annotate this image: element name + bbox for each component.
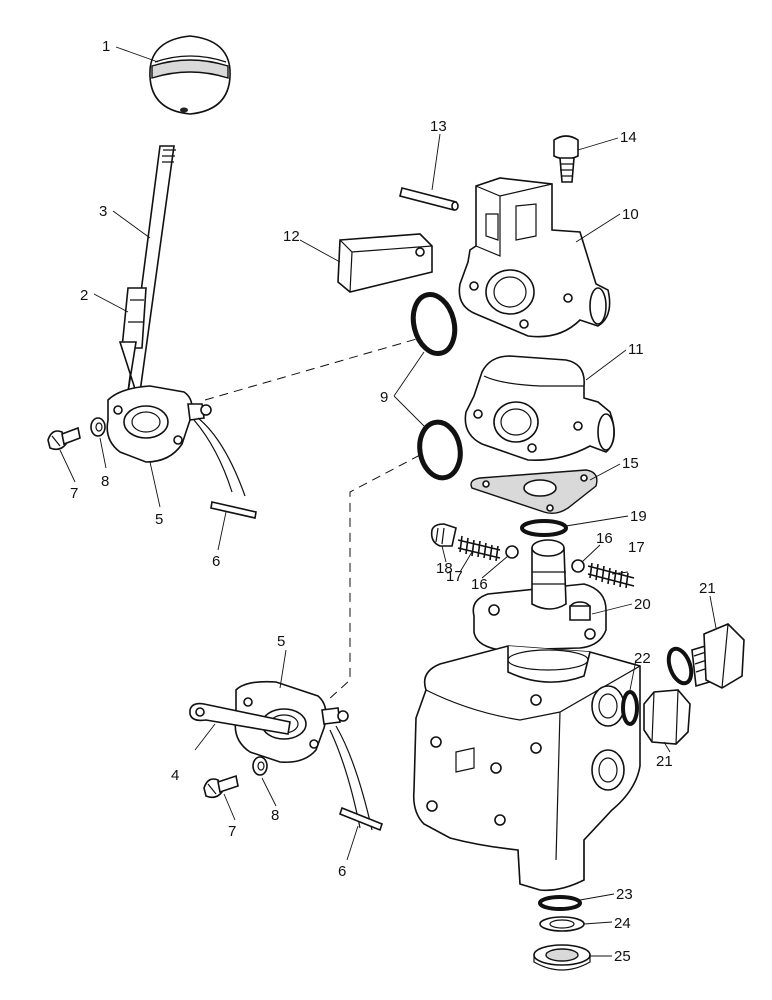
callout-9: 9 [380,389,388,406]
callout-2: 2 [80,287,88,304]
callout-19: 19 [630,508,647,525]
callout-12: 12 [283,228,300,245]
callout-25: 25 [614,948,631,965]
knob-part-1 [149,35,231,115]
bolt-part-14 [553,135,579,183]
spring-part-17-left [457,535,501,562]
spring-part-17-right [587,562,635,589]
lever-part-4-and-plate-part-5 [189,680,373,831]
washer-part-8-upper [90,417,106,437]
callout-15: 15 [622,455,639,472]
callout-labels: 1 2 3 4 5 5 6 6 7 7 8 8 9 10 11 12 13 14… [70,38,716,965]
filter-part-25 [533,944,591,971]
valve-body [412,645,641,892]
callout-17-left: 17 [446,568,463,585]
o-ring-part-23 [538,895,582,911]
o-ring-part-22 [621,690,639,726]
callout-7-upper: 7 [70,485,78,502]
callout-17-right: 17 [628,539,645,556]
callout-7-lower: 7 [228,823,236,840]
callout-8-lower: 8 [271,807,279,824]
o-ring-part-9-upper [410,291,458,357]
spool-and-plate-part-20 [472,539,607,651]
lever-rod-part-3 [127,145,176,393]
washer-part-8-lower [252,756,268,776]
callout-5-lower: 5 [277,633,285,650]
callout-22: 22 [634,650,651,667]
callout-11: 11 [628,341,644,358]
pin-part-13 [399,187,459,211]
leader-lines [59,46,717,957]
callout-20: 20 [634,596,651,613]
bracket-part-12 [337,233,433,293]
o-ring-part-19 [520,519,568,537]
gasket-part-15 [470,469,598,515]
housing-part-11 [464,355,615,462]
callout-6-lower: 6 [338,863,346,880]
ball-part-16-left [505,545,519,559]
callout-21-lower: 21 [656,753,673,770]
callout-5-upper: 5 [155,511,163,528]
sleeve-grip-part-2 [121,287,147,349]
assembly-guide-lines [204,337,421,701]
callout-1: 1 [102,38,110,55]
plug-part-18 [430,523,457,547]
ball-part-16-right [571,559,585,573]
callout-14: 14 [620,129,637,146]
callout-18: 18 [436,560,453,577]
callout-16-left: 16 [471,576,488,593]
screw-part-7-lower [203,774,239,799]
washer-part-24 [539,916,585,932]
callout-4: 4 [171,767,179,784]
callout-13: 13 [430,118,447,135]
cover-housing-part-10 [458,177,611,338]
callout-23: 23 [616,886,633,903]
o-ring-part-22-upper [666,646,694,686]
callout-24: 24 [614,915,631,932]
callout-6-upper: 6 [212,553,220,570]
callout-8-upper: 8 [101,473,109,490]
pin-part-6-upper [210,501,257,519]
plug-part-21-lower [643,689,691,745]
plug-part-21-upper [691,623,745,689]
callout-21-upper: 21 [699,580,716,597]
callout-3: 3 [99,203,107,220]
lever-bend-and-plate-part-5 [106,341,246,497]
o-ring-part-9-lower [417,419,463,481]
callout-16-right: 16 [596,530,613,547]
pin-part-6-lower [339,806,383,832]
callout-10: 10 [622,206,639,223]
screw-part-7-upper [47,426,81,451]
